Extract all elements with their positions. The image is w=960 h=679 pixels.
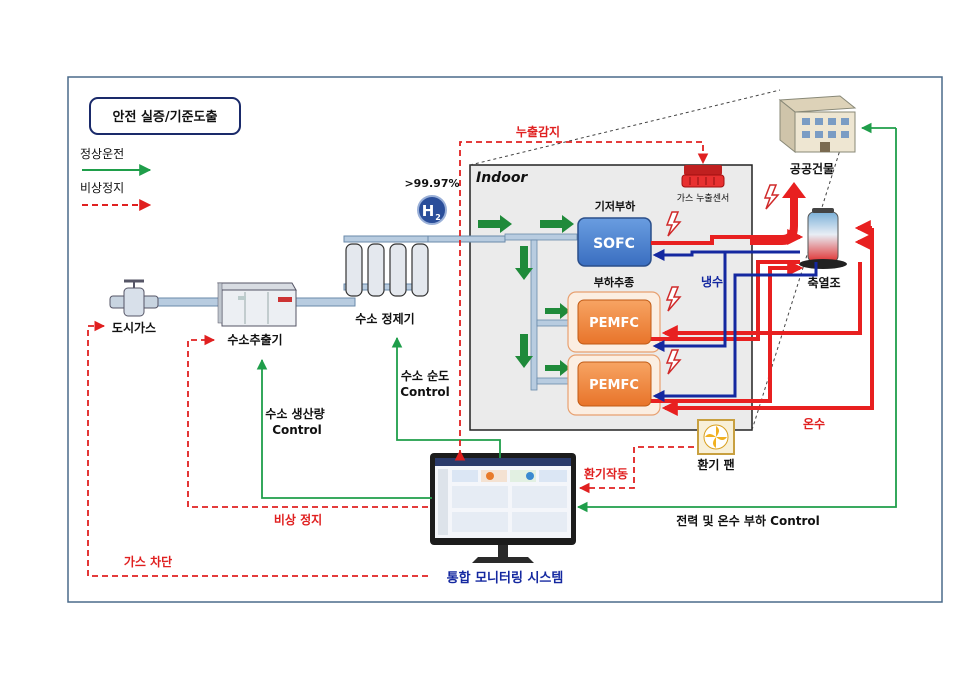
load-follow-label: 부하추종 [594, 275, 634, 289]
vent-operation-label: 환기작동 [584, 466, 628, 481]
lightning-icon [665, 184, 780, 375]
purifier-label: 수소 정제기 [355, 311, 414, 326]
h2-purity-control-label-1: 수소 순도 [401, 369, 449, 383]
heat-storage-tank-icon [799, 208, 847, 269]
h2-production-control-label-1: 수소 생산량 [265, 406, 324, 421]
pemfc2-box [577, 361, 652, 407]
pemfc2-label: PEMFC [589, 378, 639, 393]
svg-text:2: 2 [435, 213, 441, 222]
legend-title: 안전 실증/기준도출 [113, 109, 218, 125]
perspective-line-bottom [751, 149, 841, 431]
city-gas-label: 도시가스 [112, 320, 156, 335]
gas-pipeline [134, 235, 506, 307]
pemfc1-label: PEMFC [589, 316, 639, 331]
public-building-label: 공공건물 [790, 161, 834, 176]
h2-production-control-label-2: Control [272, 423, 322, 437]
legend: 안전 실증/기준도출 정상운전 비상정지 [80, 97, 241, 211]
cold-water-label: 냉수 [701, 274, 723, 289]
hot-supply-arrow [750, 182, 806, 245]
public-building-icon [778, 95, 857, 154]
control-lines-emergency [87, 141, 709, 577]
h2-purity-control-label-2: Control [400, 385, 450, 399]
cold-water-lines [652, 249, 818, 402]
pemfc1-box [577, 299, 652, 345]
hot-water-label: 온수 [803, 416, 825, 431]
gas-cutoff-label: 가스 차단 [124, 554, 172, 569]
power-control-label: 전력 및 온수 부하 Control [676, 513, 820, 528]
hydrogen-flow-arrows [478, 215, 574, 376]
city-gas-valve-icon [109, 279, 159, 317]
vent-fan-icon [697, 419, 735, 455]
hydrogen-extractor-icon [217, 282, 297, 327]
hydrogen-purifier-icon [345, 243, 429, 297]
extractor-label: 수소추출기 [227, 332, 282, 347]
legend-title-box [89, 97, 241, 135]
legend-emergency-label: 비상정지 [80, 181, 124, 195]
sofc-label: SOFC [593, 236, 635, 252]
monitoring-monitor-icon [430, 453, 576, 563]
gas-leak-sensor-icon [681, 165, 725, 188]
control-lines-normal [256, 122, 897, 513]
indoor-label: Indoor [476, 170, 528, 186]
vent-fan-label: 환기 팬 [697, 457, 734, 472]
outer-frame [67, 76, 943, 603]
emergency-stop-label: 비상 정지 [274, 512, 322, 527]
storage-tank-label: 축열조 [807, 275, 840, 290]
svg-text:H: H [422, 202, 435, 220]
hot-water-lines [651, 220, 874, 416]
gas-sensor-label: 가스 누출센서 [677, 193, 730, 204]
leak-detect-label: 누출감지 [516, 124, 560, 139]
perspective-line-top [469, 89, 781, 166]
base-load-label: 기저부하 [595, 199, 636, 213]
monitoring-label: 통합 모니터링 시스템 [447, 570, 564, 586]
legend-normal-label: 정상운전 [80, 147, 124, 161]
h2-icon: H 2 [417, 195, 447, 225]
purity-label: >99.97% [404, 177, 459, 190]
